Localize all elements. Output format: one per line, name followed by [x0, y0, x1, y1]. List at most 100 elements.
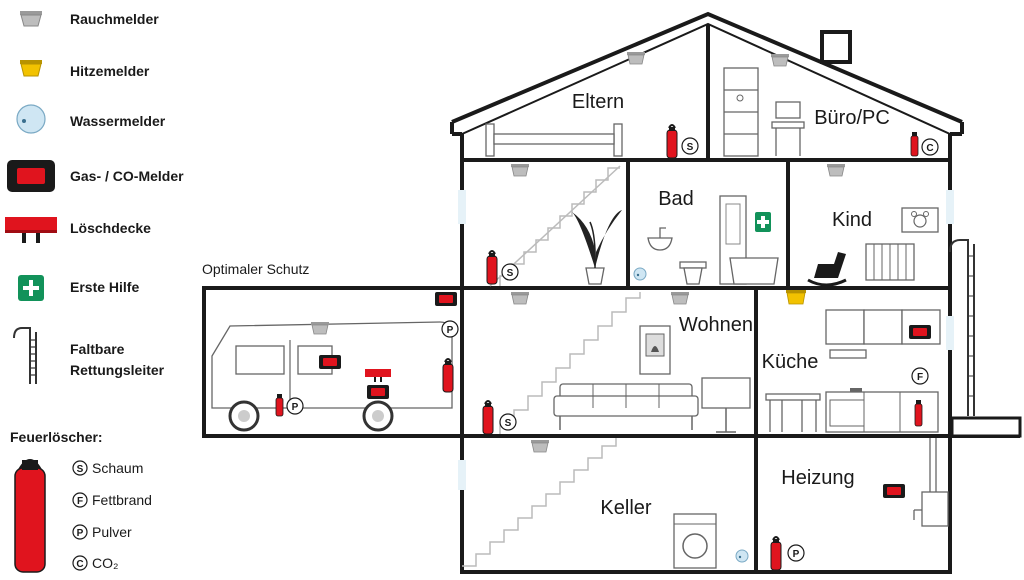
extinguisher-badge: P [441, 320, 459, 338]
first-aid-icon [755, 212, 771, 232]
legend-label-gas: Gas- / CO-Melder [70, 168, 184, 184]
smoke-detector-icon [670, 291, 690, 305]
fire-blanket-legend-icon [5, 217, 57, 243]
ext-type-label: CO₂ [92, 555, 118, 571]
room-stairs-upper: S [486, 163, 622, 287]
extinguisher-badge: C [921, 138, 939, 156]
smoke-detector-icon [530, 439, 550, 453]
escape-ladder-legend-icon [13, 327, 37, 384]
gas-co-detector-icon [435, 292, 457, 306]
legend: Rauchmelder Hitzemelder Wassermelder Gas… [5, 11, 184, 573]
smoke-detector-icon [826, 163, 846, 177]
ext-type-p: P Pulver [72, 524, 132, 540]
extinguisher-icon [482, 400, 494, 435]
tv-icon [701, 377, 751, 433]
stairs [462, 438, 617, 567]
room-label-bad: Bad [658, 188, 694, 210]
bookshelf-icon [723, 67, 759, 157]
room-eltern: Eltern S [485, 51, 699, 159]
boiler-icon [913, 438, 949, 527]
room-kind: Kind [807, 163, 939, 287]
gas-co-detector-icon [367, 385, 389, 399]
stairs [499, 167, 620, 286]
bed-icon [485, 123, 623, 157]
badge-circle-icon [72, 460, 88, 476]
badge-letter: P [292, 402, 299, 413]
computer-desk-icon [771, 101, 805, 156]
room-wohnen: Wohnen S [482, 291, 753, 435]
escape-ladder-icon [949, 239, 975, 416]
kitchen-cabinets-icon [825, 309, 941, 359]
gas-co-detector-icon [883, 484, 905, 498]
garage [202, 286, 464, 438]
room-heizung: Heizung P [770, 438, 949, 571]
room-label-kind: Kind [832, 209, 872, 231]
extinguisher-icon [486, 250, 498, 285]
ext-type-letter: F [77, 496, 83, 507]
crib-icon [865, 243, 915, 281]
toilet-icon [679, 261, 707, 285]
room-bad: Bad [633, 188, 779, 285]
gas-co-detector-icon [909, 325, 931, 339]
gas-co-detector-legend-icon [7, 160, 55, 192]
room-label-kueche: Küche [762, 351, 819, 373]
extinguisher-icon [770, 536, 782, 571]
ext-type-s: S Schaum [72, 460, 143, 476]
stairs [499, 292, 641, 434]
room-label-wohnen: Wohnen [679, 314, 753, 336]
camper-van-icon [211, 321, 453, 432]
room-label-keller: Keller [600, 497, 651, 519]
extinguisher-legend-icon [14, 459, 46, 573]
badge-circle-icon [72, 492, 88, 508]
legend-label-water: Wassermelder [70, 113, 166, 129]
smoke-detector-icon [626, 51, 646, 65]
badge-letter: P [447, 325, 454, 336]
smoke-detector-legend-icon [20, 11, 42, 27]
ext-type-label: Pulver [92, 524, 132, 540]
water-detector-legend-icon [16, 104, 46, 134]
water-detector-icon [633, 267, 647, 281]
smoke-detector-icon [310, 321, 330, 335]
extinguisher-badge: F [911, 367, 929, 385]
legend-label-ladder-line1: Faltbare [70, 341, 125, 357]
heat-detector-icon [786, 290, 806, 305]
ext-type-label: Schaum [92, 460, 143, 476]
stove-icon [639, 325, 671, 375]
legend-label-blanket: Löschdecke [70, 220, 151, 236]
heat-detector-legend-icon [20, 60, 42, 77]
house [202, 11, 1022, 574]
extinguisher-icon [910, 132, 919, 157]
extinguisher-badge: S [499, 413, 517, 431]
plant-icon [572, 210, 622, 285]
first-aid-legend-icon [18, 275, 44, 301]
ext-type-letter: P [77, 528, 84, 539]
ext-type-f: F Fettbrand [72, 492, 152, 508]
extinguisher-badge: S [501, 263, 519, 281]
room-label-eltern: Eltern [572, 91, 624, 113]
badge-circle-icon [72, 555, 88, 571]
legend-label-ladder-line2: Rettungsleiter [70, 362, 165, 378]
water-detector-icon [735, 549, 749, 563]
room-kueche: Küche F [762, 290, 941, 433]
badge-letter: S [507, 268, 514, 279]
ext-type-c: C CO₂ [72, 555, 118, 571]
badge-letter: C [926, 143, 933, 154]
extinguisher-icon [275, 394, 284, 417]
badge-letter: P [793, 549, 800, 560]
room-keller: Keller [462, 438, 749, 569]
washing-machine-icon [673, 513, 717, 569]
smoke-detector-icon [510, 291, 530, 305]
badge-letter: S [505, 418, 512, 429]
badge-circle-icon [72, 524, 88, 540]
badge-letter: F [917, 372, 923, 383]
rocking-horse-icon [807, 252, 847, 287]
extinguisher-badge: P [787, 544, 805, 562]
gas-co-detector-icon [319, 355, 341, 369]
room-camper: P P [211, 292, 459, 432]
room-buero: Büro/PC C [723, 53, 939, 157]
smoke-detector-icon [770, 53, 790, 67]
ext-type-label: Fettbrand [92, 492, 152, 508]
sink-icon [647, 227, 673, 251]
bathtub-icon [729, 257, 779, 285]
